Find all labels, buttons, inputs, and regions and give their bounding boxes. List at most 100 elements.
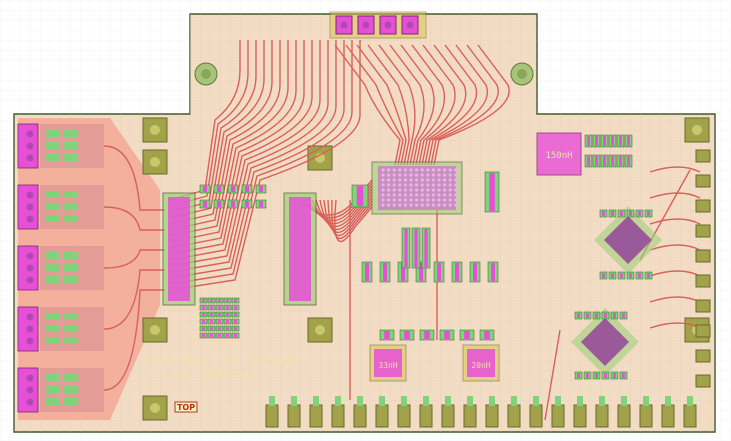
passive-pad	[619, 371, 628, 380]
passive-pad	[626, 209, 635, 218]
top-layer-marker: TOP	[174, 401, 198, 413]
passive-pad	[379, 329, 395, 341]
bga-ball	[437, 188, 441, 192]
passive-pad	[241, 199, 253, 209]
passive-pad	[610, 371, 619, 380]
bga-ball	[420, 168, 424, 172]
bga-ball	[403, 183, 407, 187]
passive-pad	[439, 329, 455, 341]
bga-ball	[398, 193, 402, 197]
passive-pad	[199, 325, 208, 332]
bga-ball	[409, 198, 413, 202]
svg-text:150nH: 150nH	[545, 151, 572, 161]
trace	[169, 40, 361, 291]
header-pin	[335, 15, 353, 35]
trace	[169, 40, 281, 231]
passive-pad	[255, 184, 267, 194]
header-pin	[401, 15, 419, 35]
passive-pad	[231, 318, 240, 325]
bga-ball	[437, 168, 441, 172]
bga-ball	[409, 183, 413, 187]
bga-ball	[420, 183, 424, 187]
passive-pad	[199, 199, 211, 209]
trace	[169, 40, 353, 285]
trace	[331, 199, 373, 240]
passive-pad	[644, 209, 653, 218]
bga-ball	[454, 178, 458, 182]
trace	[649, 244, 701, 251]
bga-ball	[443, 178, 447, 182]
passive-pad	[600, 154, 609, 168]
top-header-connector	[329, 11, 427, 39]
trace	[411, 44, 446, 166]
svg-text:33nH: 33nH	[378, 361, 397, 370]
passive-pad	[199, 304, 208, 311]
bga-ball	[426, 188, 430, 192]
edge-connector-pad	[463, 396, 477, 428]
bga-ball	[443, 173, 447, 177]
passive-pad	[433, 261, 445, 283]
trace	[544, 329, 561, 421]
edge-connector-pad	[397, 396, 411, 428]
bga-ball	[415, 198, 419, 202]
bga-ball	[392, 168, 396, 172]
trace	[169, 40, 329, 267]
passive-pad	[644, 271, 653, 280]
edge-connector-pad	[595, 396, 609, 428]
mounting-pad	[142, 149, 168, 175]
passive-pad	[624, 134, 633, 148]
trace	[103, 269, 165, 330]
bga-ball	[415, 193, 419, 197]
trace	[169, 40, 297, 243]
bga-ball	[415, 173, 419, 177]
passive-pad	[608, 134, 617, 148]
bga-ball	[420, 203, 424, 207]
bga-ball	[443, 183, 447, 187]
passive-pad	[227, 199, 239, 209]
passive-pad	[610, 311, 619, 320]
trace	[169, 40, 337, 273]
bga-ball	[409, 193, 413, 197]
passive-pad	[215, 332, 224, 339]
right-edge-pad	[695, 299, 711, 313]
bga-ball	[448, 178, 452, 182]
trace	[367, 44, 410, 166]
passive-pad	[574, 371, 583, 380]
passive-pad	[207, 325, 216, 332]
bga-ball	[448, 183, 452, 187]
edge-connector-pad	[287, 396, 301, 428]
trace	[169, 40, 345, 279]
passive-pad	[583, 371, 592, 380]
passive-pad	[635, 209, 644, 218]
passive-pad	[459, 329, 475, 341]
passive-pad	[469, 261, 481, 283]
bga-ball	[387, 168, 391, 172]
mounting-hole-right	[510, 62, 534, 86]
passive-pad	[487, 261, 499, 283]
passive-pad	[207, 297, 216, 304]
trace	[103, 206, 165, 231]
trace	[356, 44, 407, 166]
bga-ball	[387, 203, 391, 207]
edge-connector-pad	[353, 396, 367, 428]
passive-pad	[626, 271, 635, 280]
passive-pad	[635, 271, 644, 280]
bga-ball	[392, 173, 396, 177]
passive-pad	[199, 318, 208, 325]
bga-ball	[403, 203, 407, 207]
inductor-33nh: 33nH	[369, 344, 407, 382]
mounting-pad	[142, 317, 168, 343]
bga-ball	[420, 173, 424, 177]
bga-ball	[403, 168, 407, 172]
passive-pad	[479, 329, 495, 341]
right-edge-pad	[695, 374, 711, 388]
trace	[345, 44, 404, 166]
edge-connector-pad	[309, 396, 323, 428]
bga-ball	[415, 188, 419, 192]
header-pin	[379, 15, 397, 35]
passive-pad	[608, 209, 617, 218]
bga-ball	[431, 198, 435, 202]
bga-ball	[398, 173, 402, 177]
bga-ball	[426, 193, 430, 197]
